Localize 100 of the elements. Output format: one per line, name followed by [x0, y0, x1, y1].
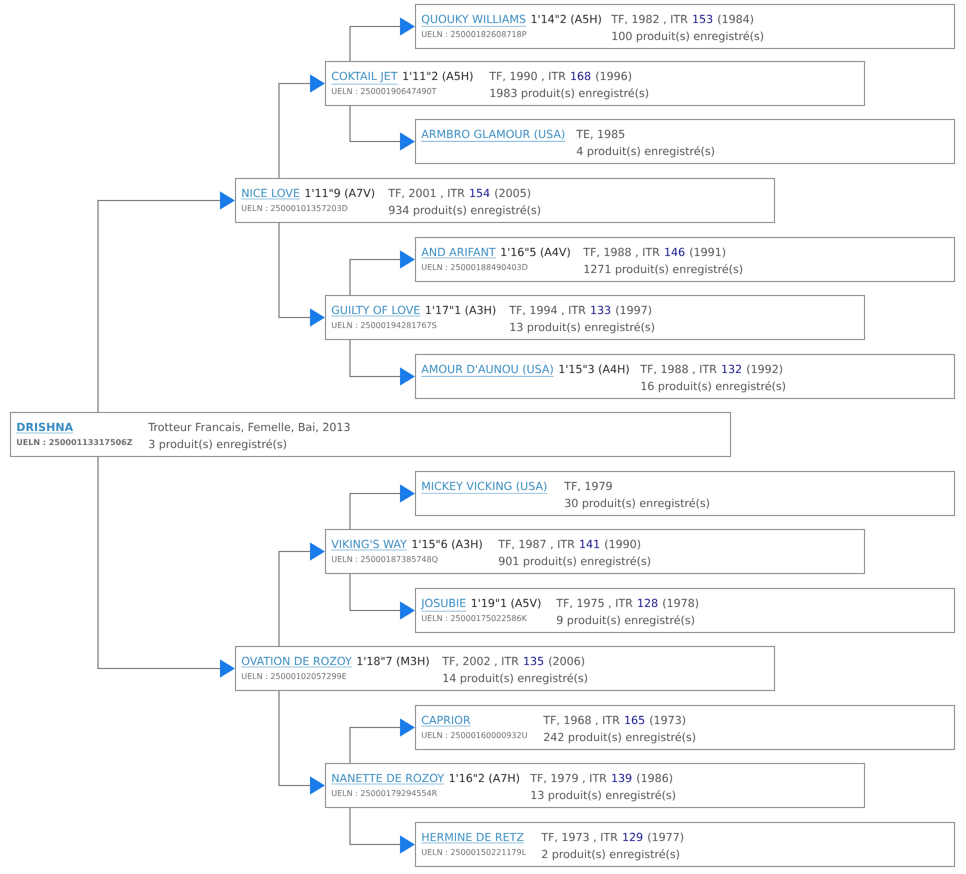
horse-details: TF, 1982 , ITR [611, 14, 688, 24]
rating-year: (1992) [747, 364, 782, 374]
pedigree-card [415, 588, 956, 633]
offspring-count: 934 produit(s) enregistré(s) [388, 205, 540, 216]
horse-details: TF, 1975 , ITR [556, 598, 633, 608]
horse-details: TF, 1994 , ITR [509, 306, 586, 316]
rating-year: (1973) [650, 716, 686, 726]
horse-details: TF, 1988 , ITR [640, 364, 717, 374]
rating-year: (1978) [663, 598, 698, 608]
itr-rating: 139 [612, 774, 632, 782]
pedigree-card [325, 295, 866, 340]
ueln-number: UELN : 25000190647490T [332, 88, 437, 94]
pedigree-card [10, 412, 732, 457]
itr-rating: 128 [638, 598, 658, 608]
ueln-number: UELN : 25000182608718P [422, 31, 526, 38]
pedigree-card [325, 61, 866, 106]
horse-details: TF, 1988 , ITR [583, 248, 660, 258]
ueln-number: UELN : 25000175022586K [422, 615, 528, 622]
itr-rating: 129 [623, 832, 642, 842]
horse-details: Trotteur Francais, Femelle, Bai, 2013 [148, 422, 350, 432]
horse-name-link: QUOUKY WILLIAMS [421, 14, 526, 27]
offspring-count: 13 produit(s) enregistré(s) [510, 322, 654, 334]
pedigree-card [325, 529, 866, 574]
horse-name-link: OVATION DE ROZOY [241, 656, 352, 668]
ueln-number: UELN : 25000188490403D [422, 264, 528, 270]
horse-name-link: MICKEY VICKING (USA) [421, 482, 548, 494]
record-time: 1'15"6 (A3H) [412, 540, 482, 550]
horse-name-link: NICE LOVE [241, 188, 300, 200]
horse-details: TF, 1979 [564, 482, 612, 492]
itr-rating: 168 [571, 72, 590, 80]
connector-arrow [350, 17, 415, 62]
connector-arrow [278, 542, 325, 646]
record-time: 1'15"3 (A4H) [560, 364, 629, 374]
offspring-count: 100 produit(s) enregistré(s) [612, 31, 764, 42]
pedigree-card [415, 237, 956, 282]
rating-year: (2006) [549, 656, 584, 666]
horse-details: TF, 1987 , ITR [498, 540, 575, 550]
ueln-number: UELN : 25000102057299E [242, 673, 346, 680]
record-time: 1'17"1 (A3H) [426, 306, 496, 316]
horse-name-link: ARMBRO GLAMOUR (USA) [421, 130, 566, 142]
pedigree-card [325, 763, 866, 808]
offspring-count: 30 produit(s) enregistré(s) [565, 498, 710, 510]
ueln-number: UELN : 25000179294554R [332, 790, 437, 796]
pedigree-card [415, 119, 956, 164]
offspring-count: 4 produit(s) enregistré(s) [576, 146, 714, 158]
horse-details: TF, 1979 , ITR [530, 774, 607, 784]
record-time: 1'14"2 (A5H) [532, 14, 601, 24]
itr-rating: 132 [722, 364, 742, 374]
horse-name-link: HERMINE DE RETZ [421, 832, 524, 844]
ueln-number: UELN : 25000113317506Z [17, 439, 132, 446]
offspring-count: 242 produit(s) enregistré(s) [544, 732, 696, 744]
rating-year: (1991) [690, 248, 726, 258]
itr-rating: 141 [580, 540, 600, 548]
record-time: 1'18"7 (M3H) [358, 656, 429, 666]
horse-details: TF, 2001 , ITR [388, 188, 465, 198]
offspring-count: 16 produit(s) enregistré(s) [642, 381, 786, 392]
horse-details: TF, 2002 , ITR [442, 656, 519, 666]
record-time: 1'16"2 (A7H) [450, 774, 520, 784]
offspring-count: 1983 produit(s) enregistré(s) [490, 88, 648, 100]
rating-year: (1997) [616, 306, 652, 316]
offspring-count: 2 produit(s) enregistré(s) [542, 849, 680, 860]
horse-name-link: JOSUBIE [420, 598, 466, 612]
ueln-number: UELN : 25000160000932U [422, 732, 527, 738]
record-time: 1'11"9 (A7V) [306, 188, 374, 198]
ueln-number: UELN : 25000101357203D [242, 205, 348, 212]
horse-name-link: CAPRIOR [421, 716, 471, 726]
itr-rating: 135 [524, 656, 544, 666]
connector-arrow [350, 718, 415, 764]
horse-name-link: VIKING'S WAY [331, 540, 408, 550]
connector-arrow [278, 74, 325, 178]
pedigree-card [415, 4, 956, 49]
ueln-number: UELN : 25000150221179L [422, 849, 526, 856]
offspring-count: 14 produit(s) enregistré(s) [443, 673, 588, 684]
rating-year: (1990) [605, 540, 640, 550]
pedigree-card [415, 822, 956, 867]
horse-details: TF, 1990 , ITR [489, 72, 566, 82]
offspring-count: 1271 produit(s) enregistré(s) [584, 264, 742, 276]
pedigree-card [235, 178, 775, 223]
connector-arrow [350, 250, 415, 296]
offspring-count: 13 produit(s) enregistré(s) [532, 790, 676, 802]
horse-name-link: AND ARIFANT [421, 248, 496, 258]
rating-year: (2005) [495, 188, 530, 198]
pedigree-card [235, 646, 775, 691]
itr-rating: 154 [470, 188, 490, 198]
horse-details: TF, 1973 , ITR [541, 832, 618, 842]
connector-arrow [98, 191, 235, 412]
ueln-number: UELN : 25000194281767S [332, 322, 436, 328]
horse-details: TE, 1985 [576, 130, 624, 140]
horse-name-link: GUILTY OF LOVE [331, 306, 421, 316]
rating-year: (1986) [637, 774, 672, 784]
record-time: 1'19"1 (A5V) [472, 598, 540, 608]
itr-rating: 153 [693, 14, 712, 24]
connector-arrow [350, 484, 415, 530]
rating-year: (1984) [718, 14, 754, 24]
record-time: 1'11"2 (A5H) [403, 72, 472, 82]
offspring-count: 9 produit(s) enregistré(s) [556, 615, 694, 626]
pedigree-card [415, 471, 956, 516]
pedigree-card [415, 354, 956, 399]
record-time: 1'16"5 (A4V) [501, 248, 570, 258]
offspring-count: 3 produit(s) enregistré(s) [149, 439, 286, 450]
